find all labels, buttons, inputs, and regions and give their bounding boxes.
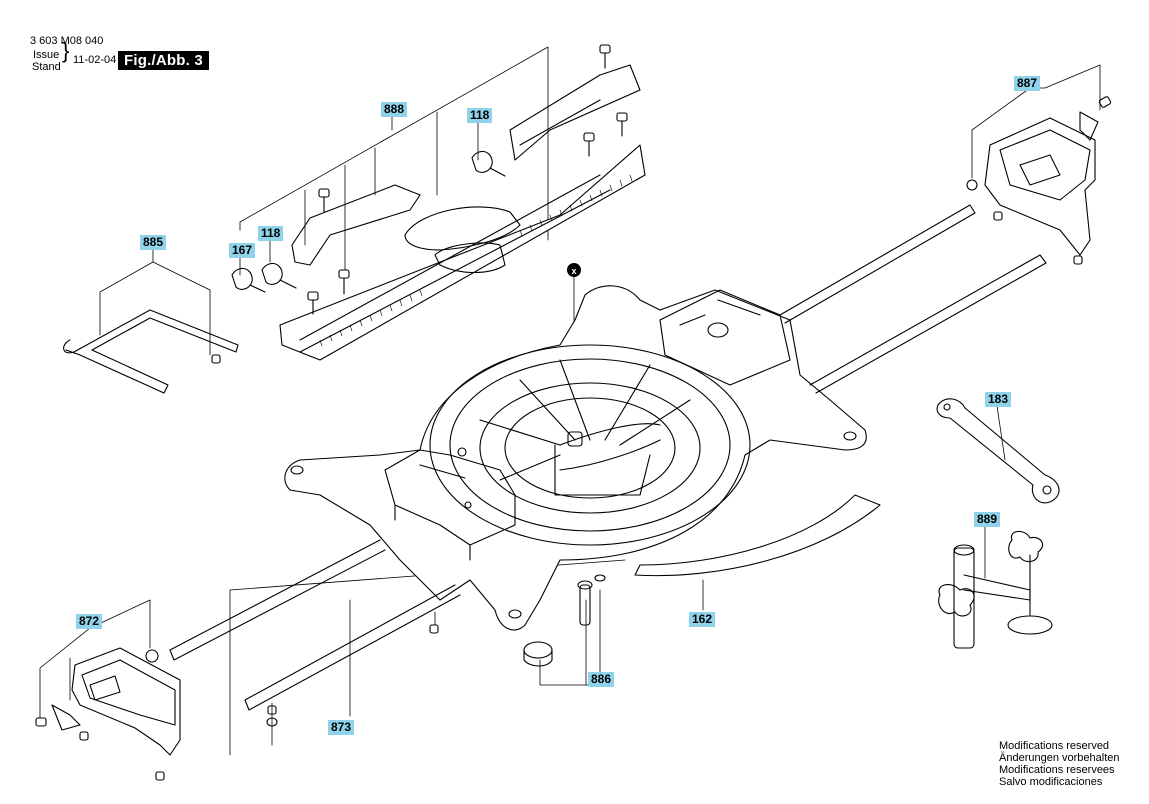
issue-label: Issue <box>33 49 60 61</box>
wrench-183 <box>937 399 1059 503</box>
callout-167: 167 <box>229 243 256 258</box>
note-fr: Modifications reservees <box>999 764 1115 776</box>
note-es: Salvo modificaciones <box>999 776 1103 788</box>
marker-x-icon <box>567 263 581 277</box>
screws-and-knobs <box>36 45 1111 780</box>
pivot-parts-886 <box>524 575 605 666</box>
marker-x-label: x <box>571 266 576 276</box>
callout-118-top: 118 <box>467 108 493 123</box>
callout-887: 887 <box>1014 76 1041 91</box>
callout-886: 886 <box>588 672 615 687</box>
issue-date: 11-02-04 <box>73 54 117 66</box>
base-casting <box>285 286 867 630</box>
stand-label: Stand <box>32 61 61 73</box>
note-de: Änderungen vorbehalten <box>999 752 1120 764</box>
callout-872: 872 <box>76 614 103 629</box>
callout-889: 889 <box>974 512 1001 527</box>
callout-162: 162 <box>689 612 716 627</box>
extension-fence-assembly <box>280 65 645 360</box>
callout-888: 888 <box>381 102 408 117</box>
arc-scale-162 <box>635 495 880 576</box>
clamp-889 <box>939 531 1052 648</box>
modification-notes: Modifications reserved Änderungen vorbeh… <box>999 740 1119 788</box>
callout-118-left: 118 <box>258 226 284 241</box>
rod-stop-885 <box>64 310 238 393</box>
figure-label: Fig./Abb. 3 <box>118 51 209 70</box>
callout-183: 183 <box>985 392 1012 407</box>
callout-873: 873 <box>328 720 355 735</box>
brace-icon: } <box>62 38 70 63</box>
end-cap-872 <box>52 648 180 755</box>
callout-885: 885 <box>140 235 167 250</box>
document-number: 3 603 M08 040 <box>30 35 104 47</box>
note-en: Modifications reserved <box>999 740 1110 752</box>
end-cap-887 <box>985 112 1098 255</box>
guide-rods <box>170 205 1046 710</box>
